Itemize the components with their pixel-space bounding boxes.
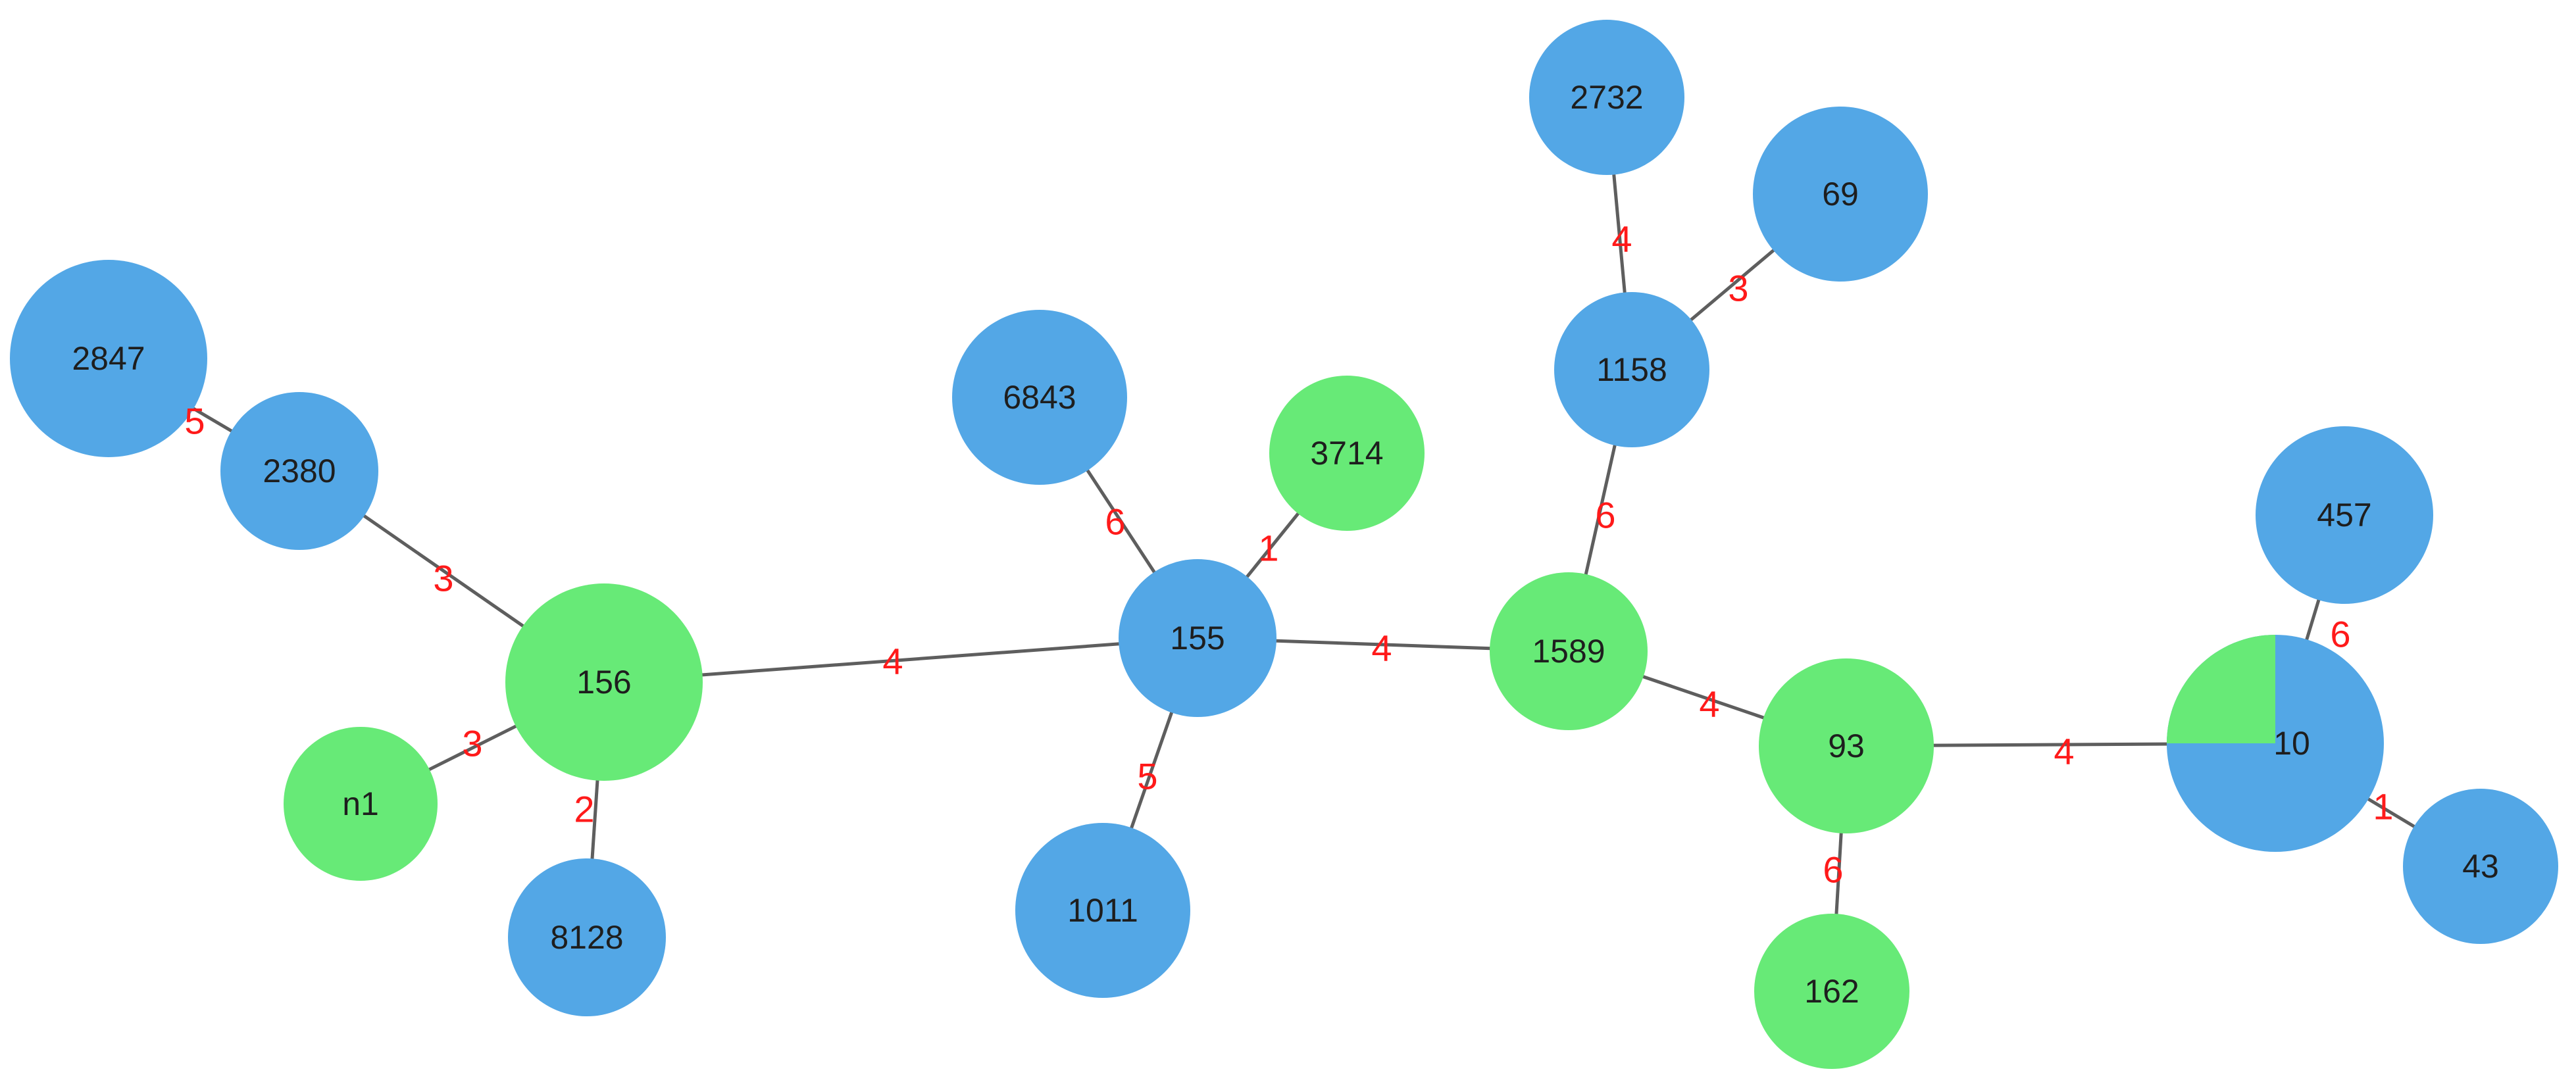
node-label-2380: 2380 — [263, 453, 336, 489]
node-label-1011: 1011 — [1067, 892, 1138, 929]
edge-label-1158-1589: 6 — [1595, 495, 1615, 536]
edge-label-93-162: 6 — [1823, 849, 1843, 891]
edge-label-155-1589: 4 — [1371, 628, 1392, 669]
node-label-6843: 6843 — [1003, 379, 1076, 416]
edge-label-155-1011: 5 — [1137, 756, 1157, 797]
node-circle-2847 — [10, 260, 207, 457]
node-circle-155 — [1119, 559, 1276, 717]
edge-label-457-10: 6 — [2330, 614, 2350, 655]
node-label-155: 155 — [1170, 620, 1225, 656]
node-457[interactable]: 457 — [2256, 426, 2433, 604]
node-label-1589: 1589 — [1532, 633, 1605, 670]
node-circle-43 — [2403, 789, 2558, 944]
edge-label-2732-1158: 4 — [1611, 218, 1632, 260]
node-circle-156 — [505, 583, 703, 781]
edge-label-10-43: 1 — [2373, 786, 2393, 828]
node-2732[interactable]: 2732 — [1529, 20, 1684, 175]
edge-label-6843-155: 6 — [1105, 501, 1125, 543]
node-circle-1158 — [1554, 292, 1709, 447]
node-circle-1011 — [1015, 823, 1190, 998]
node-10[interactable]: 10 — [2167, 635, 2384, 852]
node-circle-3714 — [1269, 376, 1425, 531]
node-label-457: 457 — [2317, 497, 2371, 533]
edge-label-n1-156: 3 — [462, 723, 482, 764]
node-label-3714: 3714 — [1310, 435, 1383, 472]
node-2380[interactable]: 2380 — [220, 392, 378, 550]
node-label-10: 10 — [2273, 725, 2310, 762]
edge-label-93-10: 4 — [2054, 731, 2074, 772]
edge-label-2380-156: 3 — [433, 558, 453, 599]
edge-156-155 — [603, 636, 1198, 684]
edges-layer — [107, 97, 2482, 992]
node-label-2847: 2847 — [72, 340, 145, 377]
node-label-162: 162 — [1804, 973, 1859, 1010]
node-43[interactable]: 43 — [2403, 789, 2558, 944]
node-label-93: 93 — [1828, 728, 1865, 764]
node-label-69: 69 — [1822, 176, 1859, 212]
node-label-156: 156 — [576, 664, 631, 701]
node-label-8128: 8128 — [550, 919, 623, 956]
node-circle-2732 — [1529, 20, 1684, 175]
node-label-n1: n1 — [342, 785, 379, 822]
nodes-layer: 28472380156n1812868433714155101127326911… — [10, 20, 2558, 1069]
node-2847[interactable]: 2847 — [10, 260, 207, 457]
node-wedge-10 — [2167, 635, 2275, 743]
node-162[interactable]: 162 — [1754, 914, 1909, 1069]
node-circle-2380 — [220, 392, 378, 550]
node-1011[interactable]: 1011 — [1015, 823, 1190, 998]
node-circle-1589 — [1490, 572, 1648, 730]
edge-label-156-155: 4 — [882, 641, 903, 682]
edge-label-156-8128: 2 — [574, 789, 594, 830]
node-circle-8128 — [508, 858, 666, 1016]
node-circle-457 — [2256, 426, 2433, 604]
node-label-43: 43 — [2462, 848, 2499, 885]
node-circle-162 — [1754, 914, 1909, 1069]
edge-label-69-1158: 3 — [1728, 268, 1748, 309]
node-circle-6843 — [952, 310, 1127, 485]
node-6843[interactable]: 6843 — [952, 310, 1127, 485]
edge-label-2847-2380: 5 — [184, 401, 205, 442]
node-69[interactable]: 69 — [1753, 107, 1928, 282]
node-156[interactable]: 156 — [505, 583, 703, 781]
node-circle-93 — [1759, 658, 1934, 833]
node-8128[interactable]: 8128 — [508, 858, 666, 1016]
node-label-1158: 1158 — [1596, 351, 1667, 388]
node-circle-69 — [1753, 107, 1928, 282]
node-93[interactable]: 93 — [1759, 658, 1934, 833]
node-1158[interactable]: 1158 — [1554, 292, 1709, 447]
node-label-2732: 2732 — [1570, 79, 1643, 116]
edge-label-1589-93: 4 — [1699, 683, 1719, 725]
edge-labels-layer: 5 3 3 2 4 6 1 5 4 4 3 6 4 6 4 6 1 — [184, 218, 2393, 891]
node-circle-n1 — [284, 727, 438, 881]
edge-label-3714-155: 1 — [1258, 528, 1278, 569]
node-3714[interactable]: 3714 — [1269, 376, 1425, 531]
node-155[interactable]: 155 — [1119, 559, 1276, 717]
node-1589[interactable]: 1589 — [1490, 572, 1648, 730]
node-n1[interactable]: n1 — [284, 727, 438, 881]
